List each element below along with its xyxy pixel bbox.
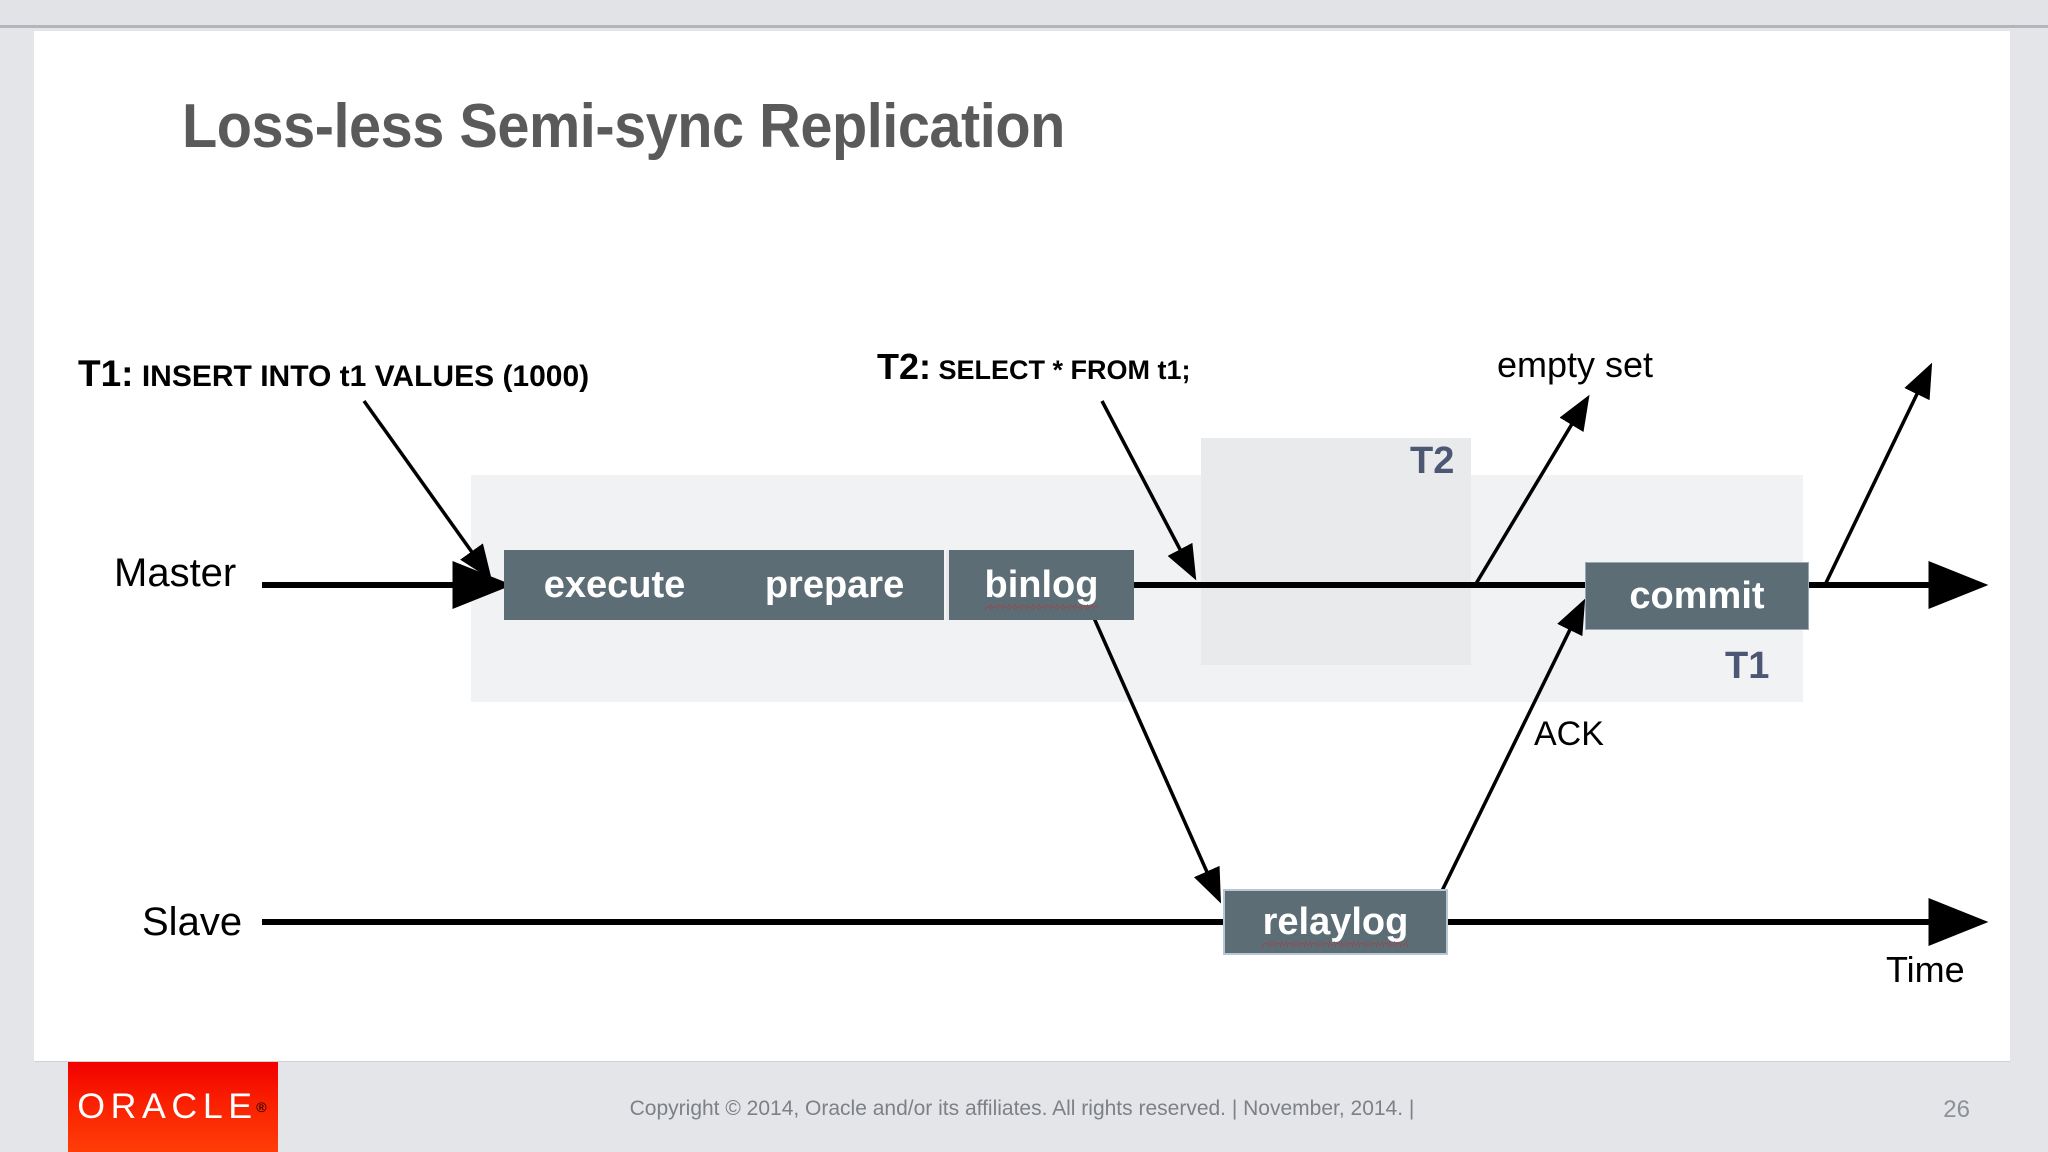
oracle-wordmark: ORACLE — [77, 1087, 259, 1126]
master-execute-prepare-box[interactable]: execute prepare — [504, 550, 944, 620]
t2-prefix-label: T2: — [877, 346, 931, 387]
annotation-t1-statement: T1: INSERT INTO t1 VALUES (1000) — [78, 353, 589, 395]
band-caption-t1: T1 — [1725, 645, 1770, 687]
relaylog-box[interactable]: relaylog — [1223, 889, 1448, 955]
window-title-bar[interactable] — [0, 0, 2048, 28]
commit-box-label: commit — [1629, 574, 1765, 617]
relaylog-box-label: relaylog — [1262, 901, 1409, 947]
band-caption-t2: T2 — [1410, 440, 1455, 482]
execute-box-label: execute — [543, 563, 686, 606]
binlog-box[interactable]: binlog — [946, 550, 1134, 620]
lane-label-slave: Slave — [142, 900, 243, 944]
slide-canvas[interactable]: Loss-less Semi-sync Replication T1: INSE… — [34, 31, 2010, 1152]
oracle-logo: ORACLE® — [68, 1062, 278, 1152]
slide-footer: ORACLE® Copyright © 2014, Oracle and/or … — [34, 1061, 2010, 1152]
annotation-ack: ACK — [1534, 715, 1604, 753]
prepare-box-label: prepare — [764, 563, 905, 606]
t2-transaction-band — [1201, 438, 1471, 665]
binlog-box-label: binlog — [984, 564, 1099, 610]
right-gutter — [2010, 31, 2048, 1152]
arrow-t1-result — [1822, 362, 1933, 588]
t1-prefix-label: T1: — [78, 353, 134, 394]
page-title: Loss-less Semi-sync Replication — [182, 92, 1065, 161]
t2-statement-text: SELECT * FROM t1; — [938, 355, 1191, 385]
copyright-text: Copyright © 2014, Oracle and/or its affi… — [629, 1097, 1415, 1120]
t1-statement-text: INSERT INTO t1 VALUES (1000) — [141, 360, 590, 393]
left-gutter — [0, 31, 34, 1152]
registered-mark-icon: ® — [256, 1099, 267, 1115]
commit-box[interactable]: commit — [1585, 562, 1809, 630]
spellcheck-underline-icon — [1262, 940, 1409, 947]
lane-label-master: Master — [114, 551, 237, 595]
annotation-empty-set: empty set — [1497, 344, 1654, 385]
page-number: 26 — [1943, 1096, 1970, 1123]
axis-label-time: Time — [1886, 949, 1965, 990]
spellcheck-underline-icon — [984, 603, 1099, 610]
annotation-t2-statement: T2: SELECT * FROM t1; — [877, 346, 1191, 388]
